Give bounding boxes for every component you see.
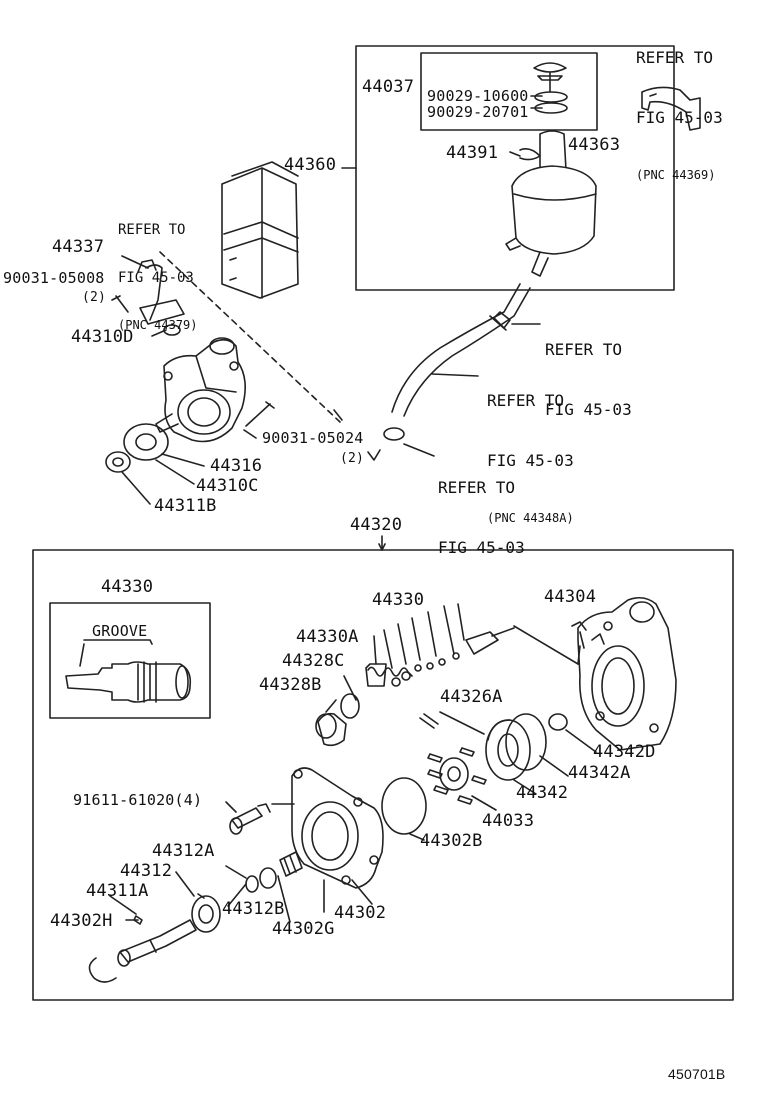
oil-seal-icon [259,867,277,889]
part-label-44302h: 44302H [50,911,113,931]
groove-label: GROOVE [92,622,148,640]
part-label-44342a: 44342A [568,763,631,783]
part-label-44328c: 44328C [282,651,345,671]
cap-subgroup-box [420,52,598,131]
seal-icon [548,713,568,731]
part-label-44330-detail: 44330 [101,577,154,597]
snap-ring-icon [88,957,117,983]
refer-pnc: (PNC 44379) [118,318,198,332]
part-label-44320: 44320 [350,515,403,535]
part-label-44330a: 44330A [296,627,359,647]
refer-callout: REFER TO FIG 45-03 (PNC 44369) [636,8,723,202]
heat-shield-icon [221,161,299,299]
refer-figure: FIG 45-03 [118,270,194,286]
key-icon [133,915,143,925]
refer-text: REFER TO [545,340,623,359]
part-label-44316: 44316 [210,456,263,476]
plug-icon [315,712,347,747]
valve-spool-icon [391,627,515,687]
ball-bearing-icon [191,895,221,933]
front-housing-icon [291,767,384,889]
part-label-90031-05008: 90031-05008 [3,269,105,287]
refer-callout: REFER TO FIG 45-03 (PNC 44379) [118,190,197,348]
cam-ring-icon [485,719,531,781]
refer-text: REFER TO [118,222,186,238]
part-label-44037: 44037 [362,77,415,97]
part-label-44302: 44302 [334,903,387,923]
bolt-icon [229,807,263,835]
o-ring-icon [340,693,360,719]
flow-control-valve-icon [65,661,192,703]
quantity-label: (2) [340,451,365,466]
refer-callout: REFER TO FIG 45-03 (PNC 44348A) [487,351,574,545]
part-label-44311a: 44311A [86,881,149,901]
nut-icon [105,451,131,473]
part-label-44310c: 44310C [196,476,259,496]
part-label-44360: 44360 [284,155,337,175]
part-label-44312a: 44312A [152,841,215,861]
quantity-label: (2) [82,290,107,305]
part-label-44310d: 44310D [71,327,134,347]
bolt-icon [245,401,275,427]
pump-assembly-box [32,549,734,1001]
part-label-44330: 44330 [372,590,425,610]
refer-pnc: (PNC 44369) [636,168,716,182]
valve-detail-box [49,602,211,719]
refer-callout: REFER TO FIG 45-03 [438,438,525,578]
bolt-icon [111,295,129,313]
refer-figure: FIG 45-03 [487,451,574,470]
part-label-44391: 44391 [446,143,499,163]
part-label-90031-05024: 90031-05024 [262,429,364,447]
part-label-91611-61020: 91611-61020(4) [73,791,203,809]
drive-shaft-icon [117,919,197,967]
part-label-44312: 44312 [120,861,173,881]
pulley-washer-icon [123,423,169,461]
part-label-44302g: 44302G [272,919,335,939]
refer-figure: FIG 45-03 [438,538,525,557]
snap-ring-icon [245,875,259,893]
refer-figure: FIG 45-03 [636,108,723,127]
refer-text: REFER TO [438,478,516,497]
refer-pnc: (PNC 44348A) [487,511,574,525]
refer-callout: REFER TO FIG 45-03 [545,300,632,440]
refer-text: REFER TO [636,48,714,67]
figure-number: 450701B [668,1066,726,1082]
part-label-44302b: 44302B [420,831,483,851]
suction-pipe-icon [137,259,185,325]
o-ring-icon [505,713,547,771]
reservoir-tank-icon [505,130,597,277]
part-label-44363: 44363 [568,135,621,155]
rear-housing-icon [577,596,677,751]
reservoir-cap-icon [533,62,567,93]
part-label-44326a: 44326A [440,687,503,707]
part-label-44342d: 44342D [593,742,656,762]
pump-housing-icon [155,337,246,443]
part-label-44337: 44337 [52,237,105,257]
part-label-44033: 44033 [482,811,535,831]
gasket-ring-icon [381,777,427,835]
seal-ring-icon [519,148,541,161]
bracket-icon [641,86,701,131]
part-label-44312b: 44312B [222,899,285,919]
part-label-90029-10600: 90029-10600 [427,87,529,105]
part-label-44304: 44304 [544,587,597,607]
gasket-icon [534,91,568,103]
spring-icon [365,663,413,687]
part-label-44311b: 44311B [154,496,217,516]
part-label-44328b: 44328B [259,675,322,695]
hose-clamp-icon [383,427,405,441]
refer-figure: FIG 45-03 [545,400,632,419]
needle-bearing-icon [279,851,303,877]
pin-icon [419,713,439,729]
part-label-90029-20701: 90029-20701 [427,103,529,121]
rotor-vanes-icon [427,747,487,805]
refer-text: REFER TO [487,391,565,410]
part-label-44342: 44342 [516,783,569,803]
